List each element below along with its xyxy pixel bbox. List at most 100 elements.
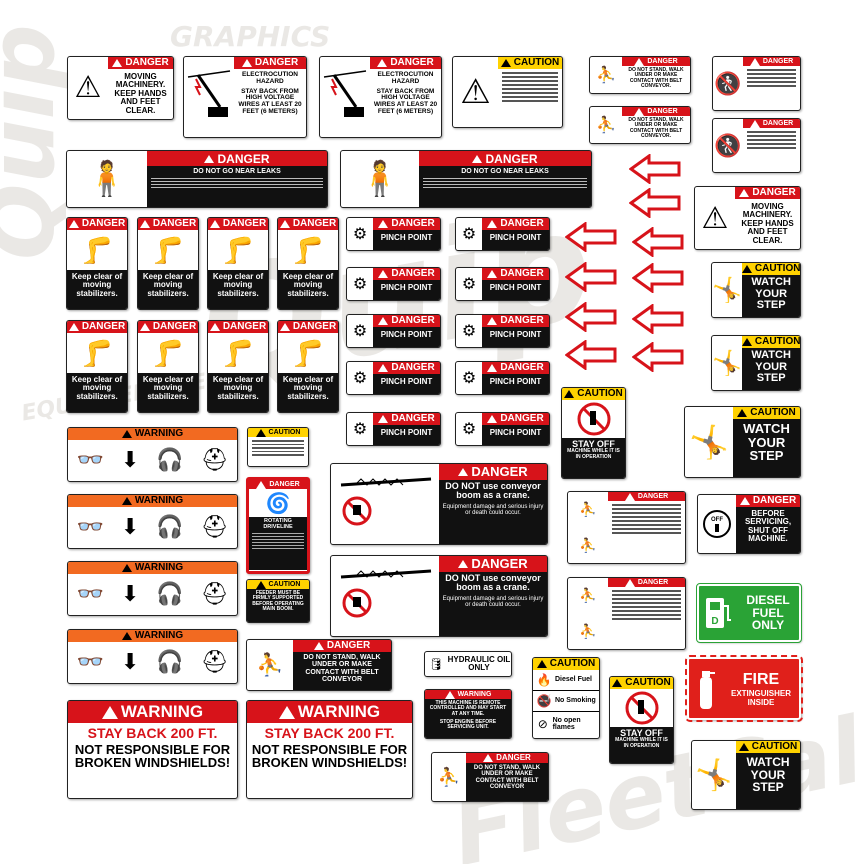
arrow-decal bbox=[565, 302, 617, 332]
conveyor-person-icon: ⛹ bbox=[579, 501, 597, 518]
danger-header: DANGER bbox=[67, 321, 127, 333]
danger-header: DANGER bbox=[735, 187, 800, 199]
decal-danger-conveyor-small-1: ⛹ DANGER DO NOT STAND, WALK UNDER OR MAK… bbox=[589, 56, 691, 94]
stay-back-text: STAY BACK 200 FT. bbox=[87, 725, 218, 741]
fine-print bbox=[147, 177, 327, 189]
decal-subtext: MACHINE WHILE IT IS IN OPERATION bbox=[567, 448, 620, 460]
falling-person-icon: 🤸 bbox=[689, 424, 729, 460]
decal-text: DO NOT GO NEAR LEAKS bbox=[461, 168, 549, 175]
warning-header: WARNING bbox=[68, 630, 237, 642]
caution-header: CAUTION bbox=[562, 388, 625, 400]
svg-text:D: D bbox=[711, 616, 718, 627]
conveyor-person-icon: ⛹ bbox=[579, 622, 597, 639]
arrow-decal bbox=[632, 263, 684, 293]
fuel-pump-icon: D bbox=[699, 594, 737, 632]
decal-danger-moving-machinery: ⚠ DANGER MOVING MACHINERY.KEEP HANDS AND… bbox=[67, 56, 174, 120]
danger-header: DANGER bbox=[370, 57, 441, 69]
decal-text: WATCH YOUR STEP bbox=[751, 276, 791, 312]
hard-hat-icon: ⛑ bbox=[200, 581, 229, 606]
falling-load-icon: ⬇ bbox=[120, 447, 140, 472]
decal-text: DO NOT STAND, WALK UNDER OR MAKE CONTACT… bbox=[628, 67, 684, 89]
warning-triangle-icon: ⚠ bbox=[701, 201, 729, 235]
fine-print bbox=[248, 437, 308, 459]
conveyor-person-icon: ⛹ bbox=[596, 117, 616, 134]
fine-print bbox=[498, 69, 562, 105]
hearing-protection-icon: 🎧 bbox=[156, 447, 184, 472]
crushed-person-icon: 🦵 bbox=[80, 337, 114, 368]
hearing-protection-icon: 🎧 bbox=[156, 514, 184, 539]
caution-header: CAUTION bbox=[247, 580, 309, 589]
ppe-icons: 👓⬇🎧⛑ bbox=[68, 440, 237, 480]
arrow-decal bbox=[632, 304, 684, 334]
fine-print bbox=[608, 587, 685, 623]
caution-header: CAUTION bbox=[610, 677, 673, 689]
decal-text: PINCH POINT bbox=[380, 377, 433, 386]
decal-caution-watch-step-3: 🤸 CAUTION WATCH YOUR STEP bbox=[684, 406, 801, 478]
decal-text: PINCH POINT bbox=[380, 330, 433, 339]
danger-header: WARNING bbox=[425, 690, 511, 699]
hearing-protection-icon: 🎧 bbox=[156, 649, 184, 674]
fine-print bbox=[743, 66, 800, 90]
decal-subtext: MACHINE WHILE IT IS IN OPERATION bbox=[615, 737, 668, 749]
decal-caution-stay-off-2: CAUTION STAY OFF MACHINE WHILE IT IS IN … bbox=[609, 676, 674, 764]
gear-hand-icon: ⚙ bbox=[352, 226, 368, 243]
gear-hand-icon: ⚙ bbox=[461, 370, 477, 387]
decal-text: STAY OFF bbox=[620, 728, 663, 738]
fine-print bbox=[419, 177, 591, 189]
flammable-icon: 🔥 bbox=[536, 673, 552, 687]
decal-text: ROTATING DRIVELINE bbox=[263, 518, 293, 530]
safety-glasses-icon: 👓 bbox=[76, 447, 104, 472]
decal-text: Keep clear of moving stabilizers. bbox=[67, 270, 127, 309]
decal-text: STAY OFF bbox=[572, 439, 615, 449]
no-crane-icon bbox=[331, 464, 439, 544]
decal-text: DO NOT GO NEAR LEAKS bbox=[193, 168, 281, 175]
danger-header: DANGER bbox=[622, 107, 690, 116]
danger-header: DANGER bbox=[373, 413, 440, 425]
power-line-icon bbox=[320, 57, 370, 137]
decal-text: PINCH POINT bbox=[380, 233, 433, 242]
fine-print bbox=[251, 531, 305, 551]
decal-text: NOT RESPONSIBLE FOR BROKEN WINDSHIELDS! bbox=[251, 741, 408, 771]
decal-text: Keep clear of moving stabilizers. bbox=[138, 270, 198, 309]
decal-text: PINCH POINT bbox=[489, 233, 542, 242]
falling-person-icon: 🚷 bbox=[714, 70, 742, 96]
conveyor-person-icons: ⛹⛹ bbox=[568, 578, 608, 649]
decal-warning-ppe: WARNING 👓⬇🎧⛑ bbox=[67, 629, 238, 684]
danger-header: DANGER bbox=[419, 151, 591, 166]
extinguisher-text: EXTINGUISHER INSIDE bbox=[730, 688, 791, 707]
warning-header: WARNING bbox=[68, 495, 237, 507]
decal-danger-falling-2: 🚷 DANGER bbox=[712, 118, 801, 173]
decal-text: WATCH YOUR STEP bbox=[751, 349, 791, 385]
decal-danger-conveyor-med-2: ⛹ DANGER DO NOT STAND, WALK UNDER OR MAK… bbox=[431, 752, 549, 802]
decal-warning-ppe: WARNING 👓⬇🎧⛑ bbox=[67, 427, 238, 482]
decal-text: PINCH POINT bbox=[489, 330, 542, 339]
decal-danger-stabilizers: DANGER 🦵 Keep clear of moving stabilizer… bbox=[277, 217, 339, 310]
conveyor-person-icon: ⛹ bbox=[256, 652, 284, 677]
decal-warning-ppe: WARNING 👓⬇🎧⛑ bbox=[67, 561, 238, 616]
decal-text: WATCH YOUR STEP bbox=[746, 755, 790, 795]
danger-header: DANGER bbox=[67, 218, 127, 230]
hard-hat-icon: ⛑ bbox=[200, 649, 229, 674]
danger-header: DANGER bbox=[278, 218, 338, 230]
danger-header: DANGER bbox=[138, 321, 198, 333]
hearing-protection-icon: 🎧 bbox=[156, 581, 184, 606]
decal-danger-conveyor-crane-1: DANGER DO NOT use conveyor boom as a cra… bbox=[330, 463, 548, 545]
danger-header: DANGER bbox=[736, 495, 800, 507]
gear-hand-icon: ⚙ bbox=[352, 421, 368, 438]
decal-danger-near-leaks-1: 🧍 DANGER DO NOT GO NEAR LEAKS bbox=[66, 150, 328, 208]
no-crane-icon bbox=[331, 556, 439, 636]
decal-text: PINCH POINT bbox=[489, 428, 542, 437]
danger-header: DANGER bbox=[482, 362, 549, 374]
danger-header: DANGER bbox=[608, 492, 685, 501]
safety-glasses-icon: 👓 bbox=[76, 514, 104, 539]
danger-header: DANGER bbox=[278, 321, 338, 333]
decal-danger-stabilizers: DANGER 🦵 Keep clear of moving stabilizer… bbox=[137, 320, 199, 413]
hard-hat-icon: ⛑ bbox=[200, 514, 229, 539]
danger-header: DANGER bbox=[439, 556, 547, 572]
crushed-person-icon: 🦵 bbox=[221, 337, 255, 368]
decal-danger-conveyor-crane-2: DANGER DO NOT use conveyor boom as a cra… bbox=[330, 555, 548, 637]
crushed-person-icon: 🦵 bbox=[291, 337, 325, 368]
decal-subtext: STOP ENGINE BEFORE SERVICING UNIT. bbox=[439, 718, 497, 730]
